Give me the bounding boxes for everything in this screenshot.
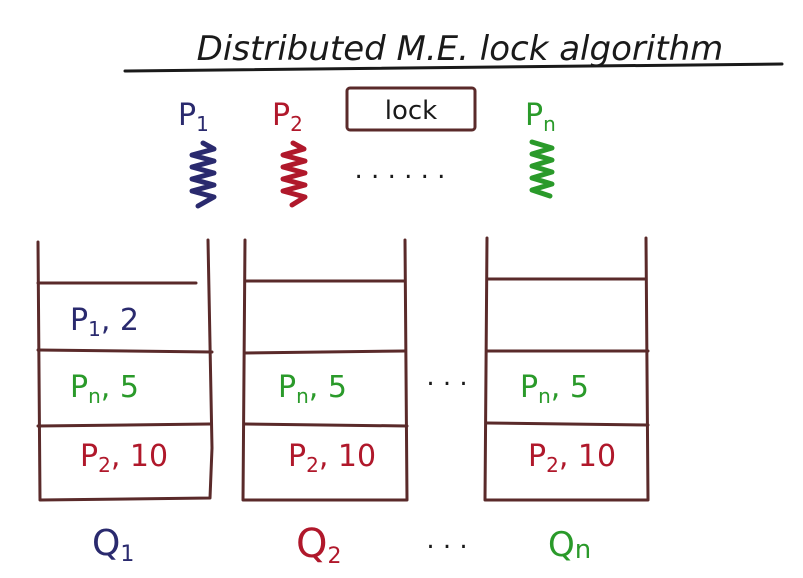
queue-q2-divider: [243, 422, 409, 428]
title-underline: [123, 62, 784, 73]
queue-q1-label: Q1: [92, 523, 134, 567]
process-p1-label: P1: [178, 98, 209, 136]
diagram-title: Distributed M.E. lock algorithm: [197, 29, 724, 69]
queue-q1-divider: [36, 422, 212, 428]
queue-q2-label: Q2: [296, 521, 341, 569]
queue-q1-entry: P1, 2: [70, 303, 139, 341]
queue-q2: Pn, 5 P2, 10: [241, 238, 409, 502]
queue-q2-entry: Pn, 5: [278, 370, 347, 408]
process-pn-label: Pn: [525, 98, 556, 136]
process-pn-squiggle-icon: [529, 139, 555, 199]
queue-ellipsis: . . .: [426, 362, 467, 392]
queue-q2-divider: [243, 349, 407, 355]
queue-q1-entry: Pn, 5: [70, 370, 139, 408]
queue-q2-outline: [241, 238, 409, 502]
process-p1: P1: [178, 98, 217, 209]
process-pn: Pn: [525, 98, 556, 199]
queue-q1: P1, 2 Pn, 5 P2, 10: [36, 238, 214, 502]
lock-label: lock: [385, 96, 437, 126]
queue-qn-outline: [483, 236, 650, 502]
queue-q2-entry: P2, 10: [288, 439, 376, 477]
process-p1-squiggle-icon: [189, 140, 217, 209]
queue-qn-divider: [485, 421, 650, 427]
queue-qn-entry: P2, 10: [528, 439, 616, 477]
process-p2: P2: [272, 98, 308, 208]
process-p2-label: P2: [272, 98, 303, 136]
queue-q1-outline: [36, 238, 214, 502]
label-ellipsis: . . .: [426, 525, 467, 555]
process-ellipsis: . . . . . .: [355, 155, 446, 185]
process-p2-squiggle-icon: [280, 140, 308, 208]
queue-q1-divider: [36, 348, 214, 354]
queue-q1-entry: P2, 10: [80, 439, 168, 477]
queue-qn-entry: Pn, 5: [520, 370, 589, 408]
queue-qn-label: Qn: [548, 525, 591, 565]
lock-box: [345, 86, 477, 132]
queue-qn: Pn, 5 P2, 10: [483, 236, 650, 502]
